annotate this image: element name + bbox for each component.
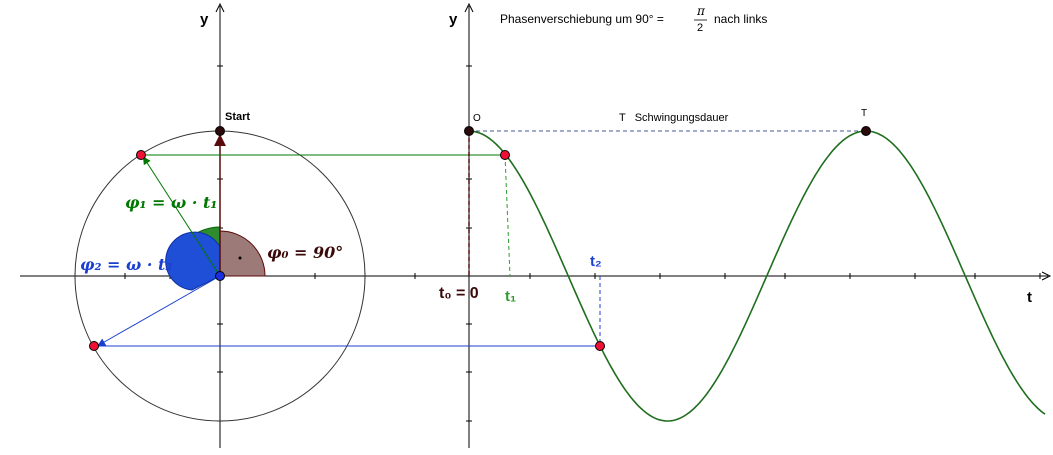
point-p2-circle[interactable]	[89, 341, 99, 351]
x-axis-arrow	[1041, 271, 1052, 281]
period-description: T Schwingungsdauer	[619, 112, 729, 124]
phi2-label: φ₂ = ω · t₂	[80, 255, 172, 274]
phi0-angle-sector	[219, 230, 266, 277]
y-axis-left-label: y	[200, 11, 209, 28]
phi1-vector	[142, 156, 221, 277]
phi1-label: φ₁ = ω · t₁	[125, 193, 217, 212]
title: Phasenverschiebung um 90° = π 2 nach lin…	[500, 4, 767, 34]
y-axis-left-arrow	[215, 2, 225, 13]
t-axis-label: t	[1027, 289, 1032, 306]
origin-label-o: O	[473, 113, 481, 124]
phi0-label: φ₀ = 90°	[267, 243, 343, 262]
t1-label: t₁	[505, 288, 516, 305]
y-axis-right-label: y	[449, 11, 458, 28]
title-fraction-denominator: 2	[697, 22, 703, 34]
period-point-t[interactable]	[861, 126, 871, 136]
y-axis-right-arrow	[464, 2, 474, 13]
circle-center-point[interactable]	[215, 271, 225, 281]
point-p1-curve[interactable]	[500, 150, 510, 160]
t0-label: t₀ = 0	[439, 285, 479, 302]
phi2-vector	[97, 275, 221, 346]
point-p1-circle[interactable]	[136, 150, 146, 160]
period-t-label: T	[861, 108, 867, 119]
title-fraction-numerator: π	[696, 4, 706, 18]
origin-point-o[interactable]	[464, 126, 474, 136]
start-point[interactable]	[215, 126, 225, 136]
phi2-angle-sector	[165, 231, 221, 291]
title-suffix: nach links	[714, 12, 767, 26]
title-prefix: Phasenverschiebung um 90° =	[500, 12, 664, 26]
t2-label: t₂	[590, 253, 602, 270]
phi0-right-angle-dot	[238, 256, 242, 260]
point-p2-curve[interactable]	[595, 341, 605, 351]
cosine-curve	[468, 130, 1046, 422]
t1-dashed-line	[504, 154, 511, 277]
axes	[20, 2, 1052, 448]
start-label: Start	[225, 111, 250, 123]
